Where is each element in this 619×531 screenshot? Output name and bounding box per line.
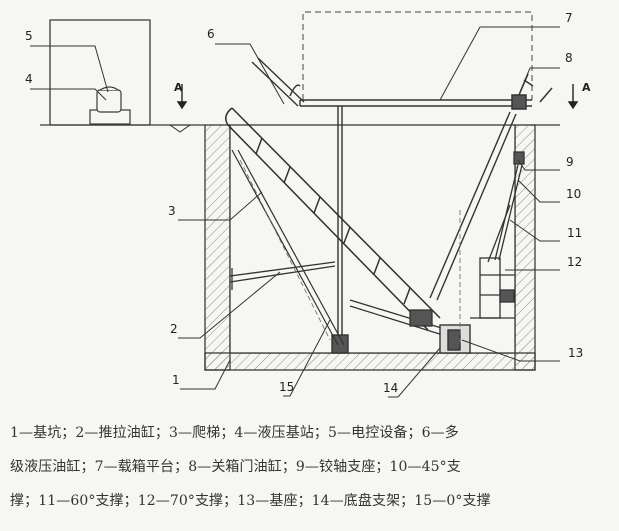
legend-line-1: 1—基坑；2—推拉油缸；3—爬梯；4—液压基站；5—电控设备；6—多	[10, 425, 459, 441]
legend-caption: 1—基坑；2—推拉油缸；3—爬梯；4—液压基站；5—电控设备；6—多 级液压油缸…	[0, 404, 619, 531]
callout-11: 11	[567, 226, 582, 240]
callout-2: 2	[170, 322, 178, 336]
hydraulic-station	[89, 86, 131, 125]
section-mark-right	[567, 84, 579, 110]
callout-7: 7	[565, 11, 573, 25]
callout-14: 14	[383, 381, 398, 395]
callout-6: 6	[207, 27, 215, 41]
base-assembly	[439, 324, 471, 354]
leader-lines	[30, 26, 560, 398]
callout-15: 15	[279, 380, 294, 394]
container-outline	[302, 11, 533, 100]
door-cylinder	[511, 73, 553, 110]
section-label-0: A	[174, 81, 183, 94]
callout-5: 5	[25, 29, 33, 43]
callout-10: 10	[566, 187, 581, 201]
angle-supports	[470, 151, 525, 319]
callout-4: 4	[25, 72, 33, 86]
callout-9: 9	[566, 155, 574, 169]
callout-1: 1	[172, 373, 180, 387]
pit-walls	[204, 124, 536, 371]
push-pull-cylinder	[229, 261, 336, 290]
zero-degree-support	[231, 149, 345, 346]
section-label-1: A	[582, 81, 591, 94]
callout-8: 8	[565, 51, 573, 65]
legend-line-2: 级液压油缸；7—载箱平台；8—关箱门油缸；9—铰轴支座；10—45°支	[10, 459, 461, 475]
ladder	[225, 107, 441, 331]
legend-line-3: 撑；11—60°支撑；12—70°支撑；13—基座；14—底盘支架；15—0°支…	[10, 493, 491, 509]
callout-3: 3	[168, 204, 176, 218]
ground-marker	[168, 124, 192, 133]
vertical-post	[331, 106, 349, 354]
lower-frame	[349, 299, 449, 337]
callout-12: 12	[567, 255, 582, 269]
centerlines	[239, 159, 461, 345]
control-room	[49, 19, 151, 126]
platform-brace	[429, 111, 517, 301]
section-mark-left	[176, 84, 188, 110]
callout-13: 13	[568, 346, 583, 360]
multistage-cylinder	[251, 57, 305, 107]
loading-platform	[299, 99, 532, 107]
